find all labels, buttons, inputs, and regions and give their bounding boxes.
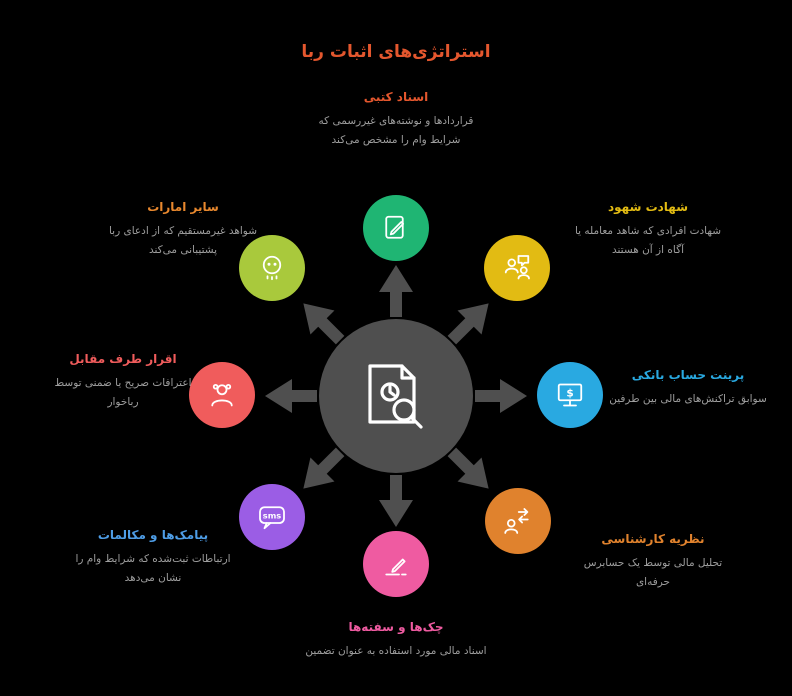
node-circle-checks-promissory-notes xyxy=(363,531,429,597)
node-text-sms-conversations: پیامک‌ها و مکالمات ارتباطات ثبت‌شده که ش… xyxy=(68,528,238,589)
node-text-bank-statement: پرینت حساب بانکی سوابق تراکنش‌های مالی ب… xyxy=(608,368,768,409)
node-description: ارتباطات ثبت‌شده که شرایط وام را نشان می… xyxy=(75,553,231,585)
document-pen-icon xyxy=(385,215,405,239)
witnesses-icon xyxy=(504,255,530,280)
node-circle-witness-testimony xyxy=(484,235,550,301)
node-description: اسناد مالی مورد استفاده به عنوان تضمین xyxy=(305,645,487,657)
signature-icon xyxy=(385,558,407,576)
node-text-witness-testimony: شهادت شهود شهادت افرادی که شاهد معامله ی… xyxy=(568,200,728,261)
node-text-opponent-confession: اقرار طرف مقابل اعترافات صریح یا ضمنی تو… xyxy=(38,352,208,413)
sms-bubble-icon: sms xyxy=(259,506,285,530)
node-circle-other-indications xyxy=(239,235,305,301)
node-text-checks-promissory-notes: چک‌ها و سفته‌ها اسناد مالی مورد استفاده … xyxy=(301,620,491,661)
node-circle-written-documents xyxy=(363,195,429,261)
node-label: اسناد کتبی xyxy=(363,90,429,104)
node-circle-bank-statement: $ xyxy=(537,362,603,428)
node-description: تحلیل مالی توسط یک حسابرس حرفه‌ای xyxy=(583,557,723,589)
node-circle-opponent-confession xyxy=(189,362,255,428)
node-label: پرینت حساب بانکی xyxy=(631,368,745,382)
node-label: پیامک‌ها و مکالمات xyxy=(97,528,209,542)
person-exchange-icon xyxy=(504,508,529,534)
node-description: اعترافات صریح یا ضمنی توسط رباخوار xyxy=(54,377,192,409)
node-description: سوابق تراکنش‌های مالی بین طرفین xyxy=(609,393,767,405)
svg-text:sms: sms xyxy=(263,511,282,521)
node-description: شهادت افرادی که شاهد معامله یا آگاه از آ… xyxy=(574,225,722,257)
node-text-written-documents: اسناد کتبی قراردادها و نوشته‌های غیررسمی… xyxy=(306,90,486,151)
svg-text:$: $ xyxy=(566,388,573,400)
document-search-icon xyxy=(368,364,423,429)
node-text-other-indications: سایر امارات شواهد غیرمستقیم که از ادعای … xyxy=(98,200,268,261)
person-icon xyxy=(211,383,233,407)
node-description: شواهد غیرمستقیم که از ادعای ربا پشتیبانی… xyxy=(108,225,258,257)
observer-icon xyxy=(262,255,282,281)
node-label: چک‌ها و سفته‌ها xyxy=(348,620,444,634)
monitor-dollar-icon: $ xyxy=(557,383,583,407)
node-text-expert-opinion: نظریه کارشناسی تحلیل مالی توسط یک حسابرس… xyxy=(568,532,738,593)
node-label: شهادت شهود xyxy=(607,200,689,214)
node-description: قراردادها و نوشته‌های غیررسمی که شرایط و… xyxy=(318,115,474,147)
node-circle-sms-conversations: sms xyxy=(239,484,305,550)
node-label: نظریه کارشناسی xyxy=(601,532,705,546)
page-title: استراتژی‌های اثبات ربا xyxy=(301,42,491,62)
node-circle-expert-opinion xyxy=(485,488,551,554)
node-label: سایر امارات xyxy=(147,200,219,214)
node-label: اقرار طرف مقابل xyxy=(69,352,177,366)
